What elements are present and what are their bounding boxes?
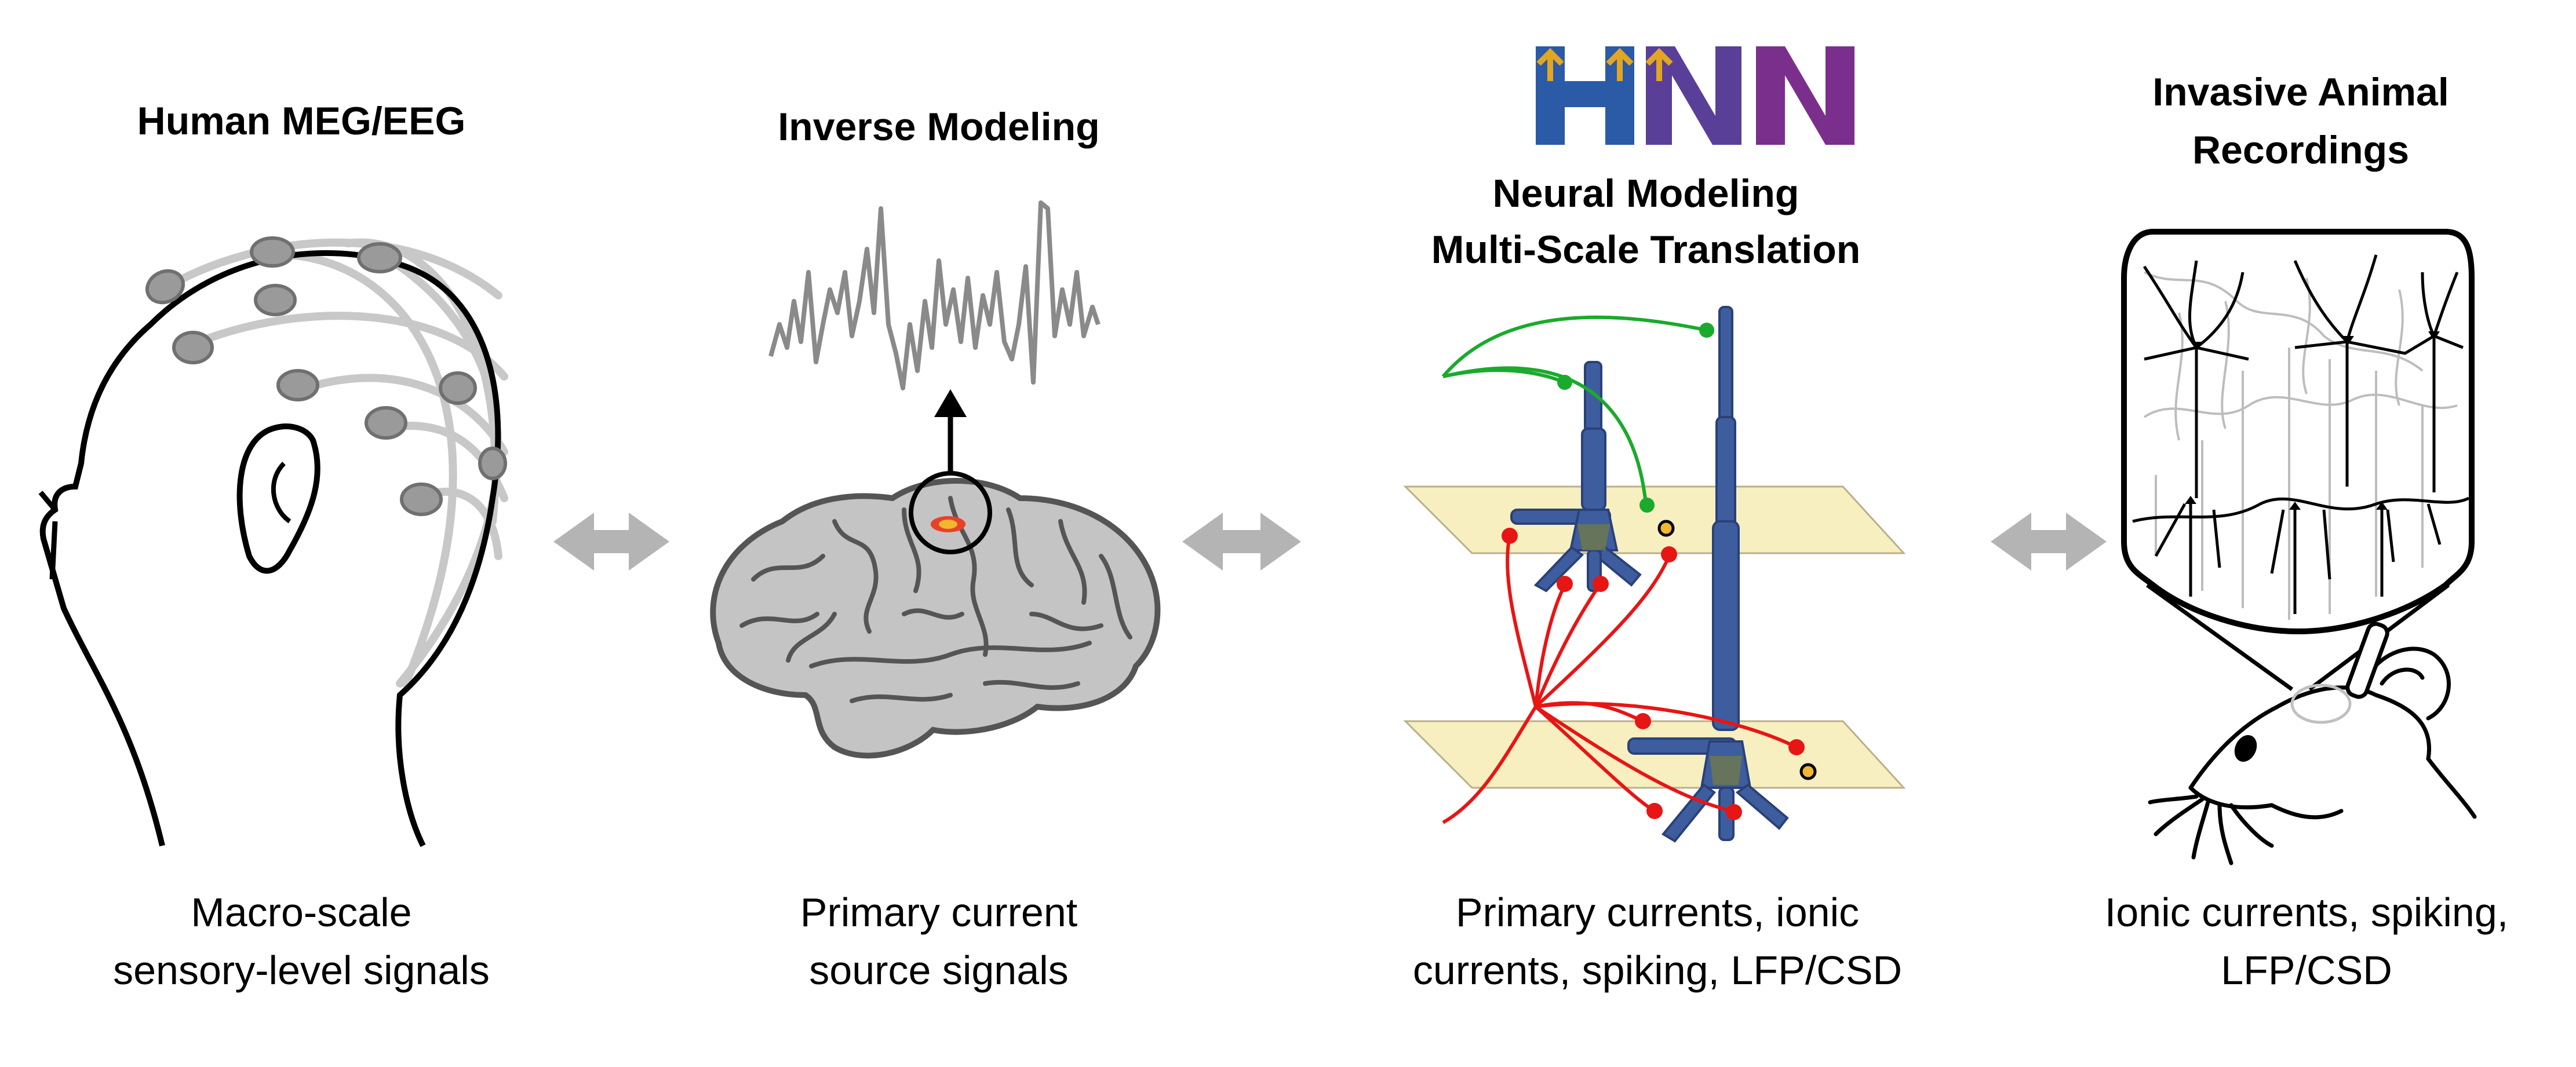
electrode-icon xyxy=(439,371,477,405)
synapse-marker xyxy=(1788,739,1805,755)
neuron-soma xyxy=(2289,502,2301,510)
panel-title-invasive-animal: Invasive Animal xyxy=(2152,70,2449,114)
double-arrow-icon xyxy=(1991,513,2107,571)
caption-primary-currents-ionic: Primary currents, ionic xyxy=(1455,890,1860,935)
pyramidal-neuron-lower xyxy=(1627,306,1789,843)
neuron-soma xyxy=(2428,331,2440,341)
recording-electrode-marker xyxy=(1799,763,1817,780)
caption-macro-scale: Macro-scale xyxy=(191,890,412,935)
electrode-icon xyxy=(357,242,402,273)
electrode-icon xyxy=(400,483,443,516)
mouse-eye xyxy=(2234,735,2257,762)
recording-electrode-marker xyxy=(1657,520,1675,537)
source-waveform xyxy=(768,200,1101,390)
caption-lfp-csd: LFP/CSD xyxy=(2221,948,2392,993)
synapse-marker xyxy=(1557,576,1573,592)
neuron-soma xyxy=(2191,342,2202,350)
caption-currents-spiking-lfp: currents, spiking, LFP/CSD xyxy=(1412,948,1903,993)
pyramidal-neuron-upper xyxy=(1510,361,1642,593)
synapse-marker xyxy=(1635,713,1651,729)
electrode-icon xyxy=(365,406,407,440)
mouse-illustration xyxy=(2148,622,2477,865)
neuron-soma xyxy=(2341,336,2354,346)
panel-title-recordings: Recordings xyxy=(2192,128,2410,172)
neuron-soma xyxy=(2376,502,2388,510)
synapse-marker xyxy=(1699,323,1714,338)
hnn-logo xyxy=(1536,46,1854,145)
caption-source-signals: source signals xyxy=(809,948,1069,993)
panel-title-multi-scale-translation: Multi-Scale Translation xyxy=(1431,228,1861,272)
electrode-icon xyxy=(478,447,507,480)
synapse-marker xyxy=(1726,804,1742,820)
electrode-icon xyxy=(254,284,297,316)
synapse-marker xyxy=(1593,576,1609,592)
cortical-column-diagram xyxy=(1403,306,1906,843)
synapse-marker xyxy=(1661,546,1677,562)
electrode-icon xyxy=(172,331,214,364)
neuron-soma xyxy=(2185,496,2196,504)
electrode-icon xyxy=(250,236,295,268)
synapse-marker xyxy=(1646,803,1663,819)
upper-layer-plane xyxy=(1403,485,1906,554)
panel-title-inverse-modeling: Inverse Modeling xyxy=(778,105,1100,149)
electrode-icon xyxy=(276,369,319,401)
double-arrow-icon xyxy=(1182,513,1301,571)
synapse-marker xyxy=(1502,528,1518,544)
upward-arrow-icon xyxy=(934,389,967,475)
synapse-marker xyxy=(1639,498,1655,513)
panel-title-human-meg-eeg: Human MEG/EEG xyxy=(137,99,466,143)
caption-ionic-currents-spiking: Ionic currents, spiking, xyxy=(2104,890,2509,935)
head-eeg-illustration xyxy=(38,236,508,847)
synapse-marker xyxy=(1557,375,1572,390)
panel-title-neural-modeling: Neural Modeling xyxy=(1492,171,1799,215)
magnifier-circle xyxy=(909,471,992,554)
caption-sensory-level: sensory-level signals xyxy=(113,948,490,993)
brain-illustration xyxy=(710,471,1161,759)
double-arrow-icon xyxy=(553,513,669,571)
electrode-icon xyxy=(145,269,185,305)
caption-primary-current: Primary current xyxy=(800,890,1078,935)
neural-tissue-magnified xyxy=(2121,229,2475,691)
